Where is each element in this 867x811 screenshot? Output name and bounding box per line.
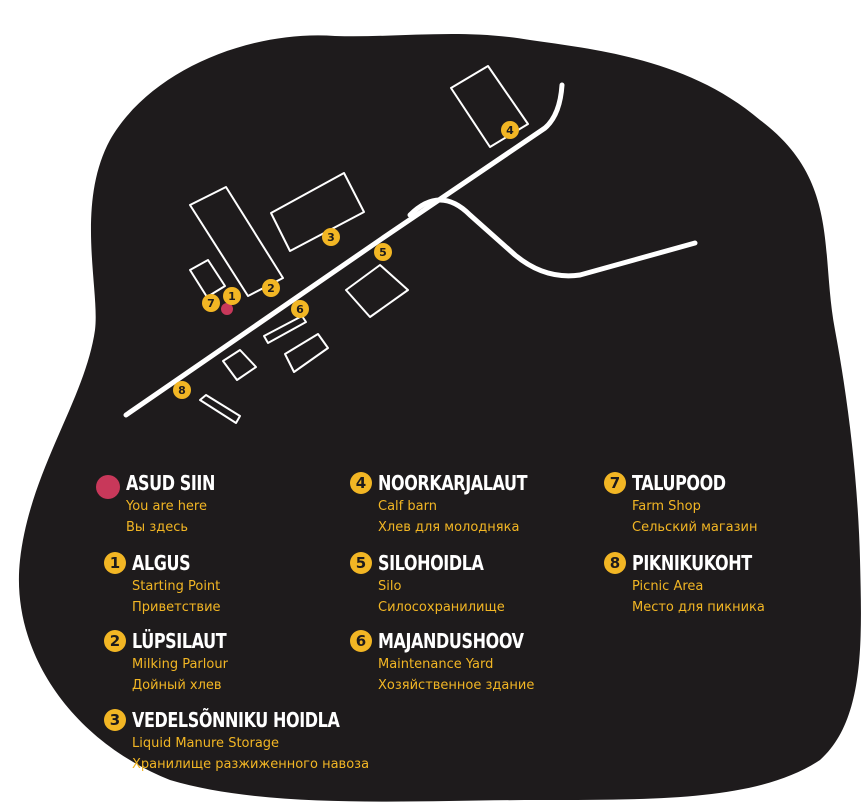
legend-english: Farm Shop [632,499,701,514]
map-marker-6: 6 [291,300,309,318]
legend-russian: Место для пикника [632,600,765,615]
map-marker-2: 2 [262,279,280,297]
legend-title: LÜPSILAUT [132,629,227,653]
legend-number-badge: 2 [104,630,126,652]
legend-number-badge: 6 [350,630,372,652]
legend-russian: Хозяйственное здание [378,678,535,693]
legend-number-badge: 1 [104,552,126,574]
legend-number-badge: 7 [604,472,626,494]
legend-title: PIKNIKUKOHT [632,551,752,575]
map-marker-number: 7 [207,297,215,310]
legend-number-badge: 4 [350,472,372,494]
map-marker-3: 3 [322,228,340,246]
building-picnic [199,394,241,424]
legend-english: Silo [378,579,402,594]
legend-russian: Вы здесь [126,520,189,535]
main-road [123,82,565,418]
legend-title: ALGUS [132,551,191,575]
building-small-left [189,259,226,298]
legend-english: Maintenance Yard [378,657,494,672]
map-marker-7: 7 [202,294,220,312]
map-marker-4: 4 [501,121,519,139]
legend-title: VEDELSÕNNIKU HOIDLA [132,708,340,732]
legend-title: ASUD SIIN [126,471,215,495]
map-marker-number: 1 [228,290,236,303]
map-marker-number: 4 [506,124,514,137]
map-marker-number: 2 [267,282,275,295]
map-marker-circle [322,228,340,246]
map-marker-1: 1 [223,287,241,305]
map-marker-circle [262,279,280,297]
roads [123,82,698,418]
legend-russian: Дойный хлев [132,678,222,693]
legend-english: Calf barn [378,499,437,514]
legend-russian: Приветствие [132,600,221,615]
legend-title: NOORKARJALAUT [378,471,528,495]
map-marker-number: 3 [327,231,335,244]
legend-title: SILOHOIDLA [378,551,484,575]
legend-russian: Силосохранилище [378,600,505,615]
legend-russian: Сельский магазин [632,520,758,535]
legend-number-badge: 5 [350,552,372,574]
map-marker-circle [501,121,519,139]
legend-title: TALUPOOD [632,471,726,495]
legend-number-badge: 3 [104,709,126,731]
legend-english: Liquid Manure Storage [132,736,280,751]
legend-english: You are here [126,499,207,514]
map-marker-circle [374,243,392,261]
you-are-here-dot [221,303,233,315]
building-silo [345,264,409,318]
map-marker-circle [291,300,309,318]
legend-number-badge: 8 [604,552,626,574]
map-marker-number: 8 [178,384,186,397]
branch-road [407,197,698,279]
legend-english: Picnic Area [632,579,704,594]
legend-russian: Хранилище разжиженного навоза [132,757,370,772]
map-marker-8: 8 [173,381,191,399]
legend-english: Starting Point [132,579,221,594]
you-are-here-legend-dot [96,475,120,499]
legend-title: MAJANDUSHOOV [378,629,524,653]
legend-russian: Хлев для молодняка [378,520,520,535]
building-calf-barn [450,65,529,148]
map-marker-circle [173,381,191,399]
buildings [189,65,529,424]
building-manure-storage [270,172,365,252]
building-milking-main [189,186,284,297]
map-marker-5: 5 [374,243,392,261]
map-marker-number: 5 [379,246,387,259]
map-markers: 1 2 3 4 5 6 7 8 [173,121,519,399]
building-yard-thin [263,315,307,344]
map-background [18,33,861,802]
map-marker-circle [202,294,220,312]
legend-english: Milking Parlour [132,657,228,672]
building-yard [284,333,329,373]
map-marker-number: 6 [296,303,304,316]
building-small-square [222,349,257,381]
map-marker-circle [223,287,241,305]
